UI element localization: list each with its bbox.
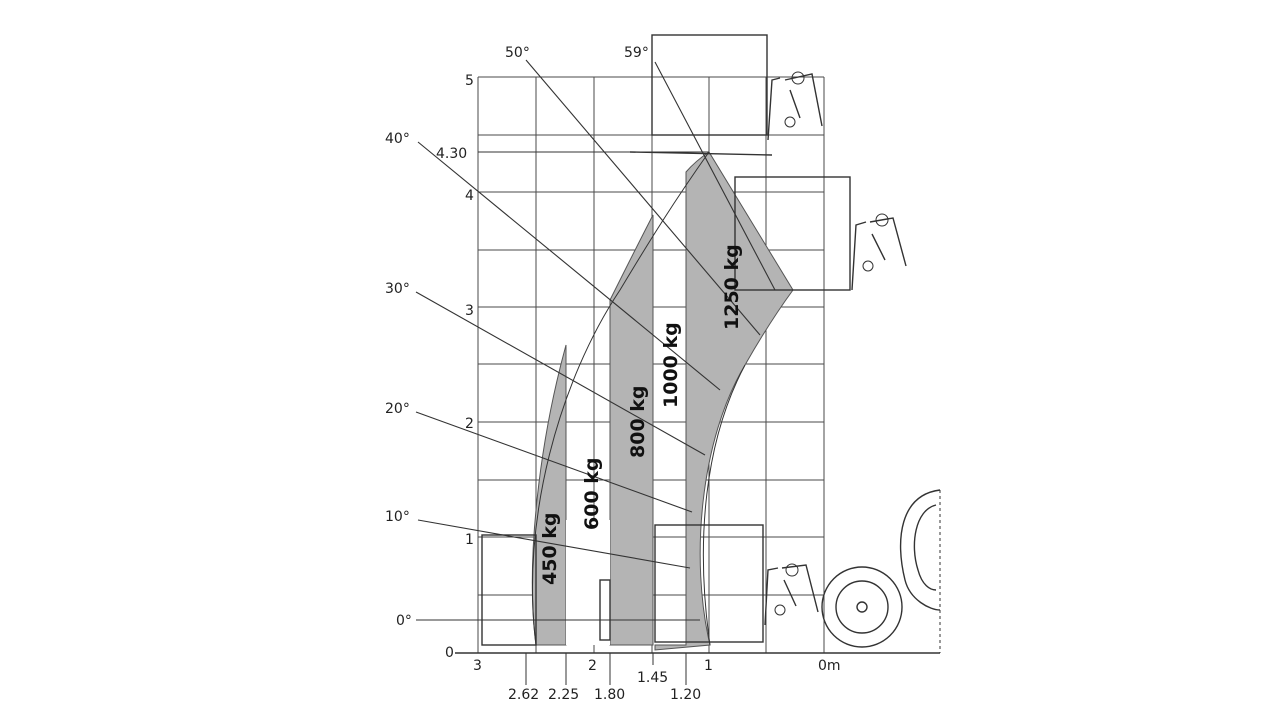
y-tick-5: 5 [465,73,474,89]
load-label-800: 800 kg [627,385,649,458]
x-axis-labels: 3 2 1 0m 1.45 2.62 2.25 1.80 1.20 [473,653,841,703]
angle-label-59: 59° [624,45,649,61]
outer-envelope [531,151,710,646]
x-tick-0m: 0m [818,658,841,674]
x-tick-120: 1.20 [670,687,701,703]
angle-label-30: 30° [385,281,410,297]
load-label-1000: 1000 kg [660,322,682,408]
y-axis-labels: 5 4.30 4 3 2 1 0 [436,73,709,661]
x-tick-262: 2.62 [508,687,539,703]
y-tick-3: 3 [465,303,474,319]
angle-label-10: 10° [385,509,410,525]
zone-800 [609,214,654,646]
inner-envelope [702,364,746,646]
zone-450 [531,344,567,646]
angle-labels: 50° 59° 40° 30° 20° 10° 0° [385,45,649,629]
x-tick-225: 2.25 [548,687,579,703]
x-tick-1: 1 [704,658,713,674]
angle-label-40: 40° [385,131,410,147]
angle-rays [415,59,776,621]
angle-label-50: 50° [505,45,530,61]
x-tick-180: 1.80 [594,687,625,703]
y-tick-4: 4 [465,188,474,204]
angle-label-20: 20° [385,401,410,417]
y-tick-2: 2 [465,416,474,432]
x-tick-2: 2 [588,658,597,674]
load-label-1250: 1250 kg [721,244,743,330]
y-tick-1: 1 [465,532,474,548]
x-tick-145: 1.45 [637,670,668,686]
angle-label-0: 0° [396,613,412,629]
load-label-450: 450 kg [539,512,561,585]
load-label-600: 600 kg [581,457,603,530]
y-tick-430: 4.30 [436,146,467,162]
x-tick-3: 3 [473,658,482,674]
load-labels: 450 kg 600 kg 800 kg 1000 kg 1250 kg [539,244,743,585]
machine-outline [481,34,941,653]
y-tick-0: 0 [445,645,454,661]
